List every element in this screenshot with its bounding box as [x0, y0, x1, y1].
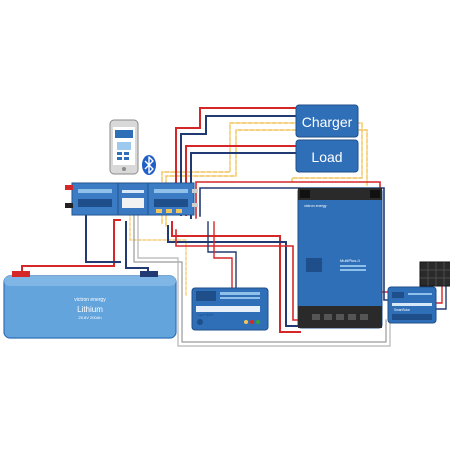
solar-panel-icon [419, 261, 450, 287]
charger-pos-wire [175, 107, 297, 213]
load-label: Load [311, 149, 342, 165]
load-box: Load [295, 139, 359, 173]
mppt-pos-wire [195, 181, 389, 293]
battery-negative-terminal [140, 271, 158, 277]
charger-neg-wire [180, 115, 297, 216]
charger-label: Charger [302, 114, 353, 130]
mppt-solar-charger: SmartSolar [387, 286, 437, 324]
inverter-display [306, 258, 322, 272]
wires [21, 107, 447, 347]
lynx-bms-wire-1 [207, 221, 237, 289]
battery-neg-wire [125, 221, 149, 273]
solar-pos-wire [435, 285, 443, 304]
load-pos-wire [185, 145, 297, 216]
lynx-bms: Lynx BMS [191, 287, 269, 331]
inverter-neg-wire [167, 225, 301, 327]
load-neg-wire [190, 152, 297, 219]
signal-wire-3 [129, 212, 187, 297]
battery-neg-wire-2 [85, 206, 121, 263]
battery-spec: 25.6V 200Ah [78, 315, 101, 320]
dc-distributor [65, 182, 198, 216]
battery-brand: victron energy [74, 297, 106, 303]
mppt-neg-wire [199, 187, 389, 301]
bluetooth-icon [142, 155, 156, 175]
inverter-pos-wire-2 [175, 229, 301, 321]
lynx-bms-label: Lynx BMS [198, 313, 214, 317]
battery-name: Lithium [77, 305, 103, 314]
mppt-label: SmartSolar [394, 308, 411, 312]
lithium-battery: victron energy Lithium 25.6V 200Ah [3, 271, 177, 339]
battery-positive-terminal [12, 271, 30, 277]
inverter-pos-wire [171, 221, 301, 333]
com-cable-2 [137, 212, 391, 347]
smartphone-icon [109, 119, 139, 175]
battery-pos-wire [21, 219, 121, 273]
com-cable-1 [133, 212, 387, 343]
multiplus-inverter: victron energy MultiPlus-II [297, 187, 383, 329]
inverter-brand: victron energy [304, 204, 327, 208]
solar-neg-wire [435, 285, 447, 310]
inverter-name: MultiPlus-II [340, 258, 360, 263]
lynx-bms-wire-2 [213, 221, 233, 289]
charger-box: Charger [295, 104, 359, 138]
